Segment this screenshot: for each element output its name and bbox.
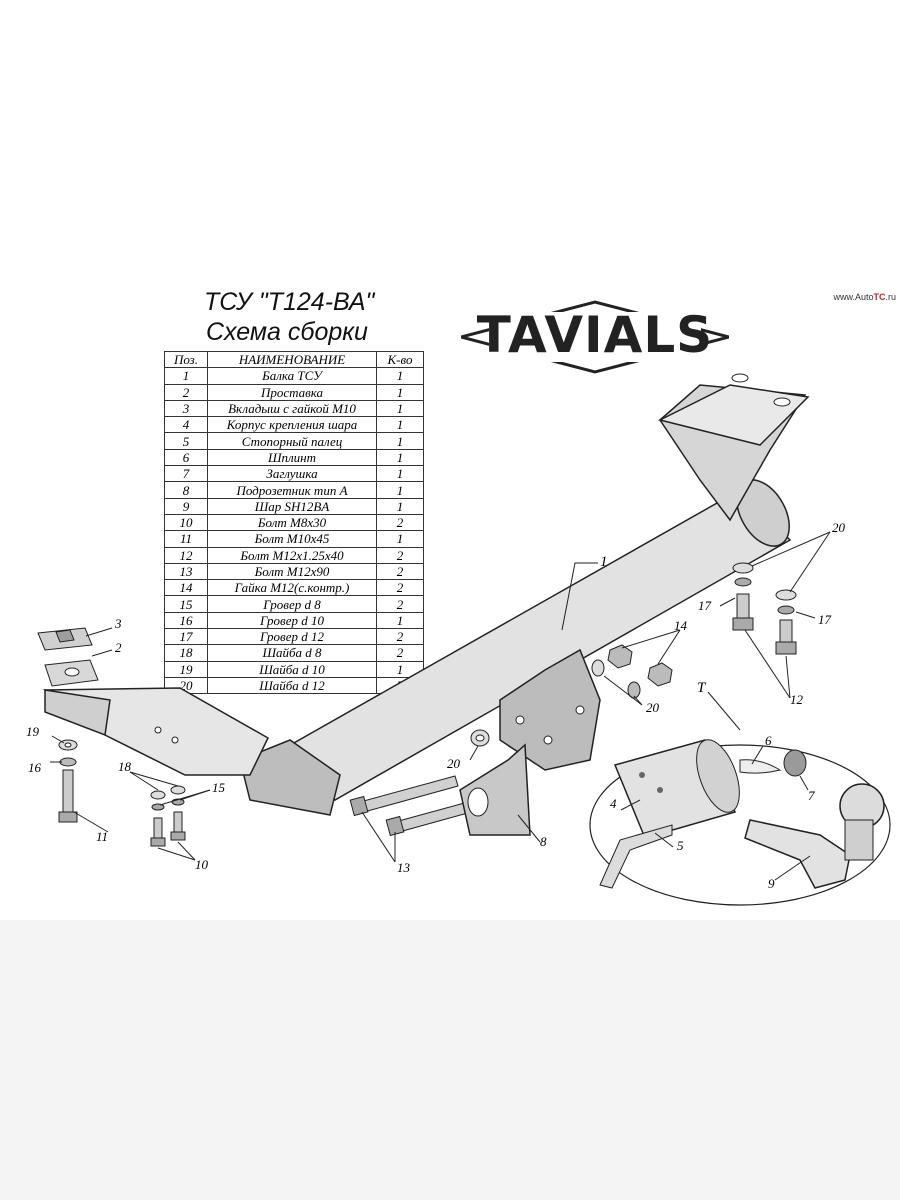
callout-2: 2 [115, 640, 122, 655]
table-header-row: Поз. НАИМЕНОВАНИЕ К-во [164, 350, 424, 369]
cell-qty: 1 [376, 465, 424, 483]
washer-20-center [470, 729, 490, 747]
callout-14: 14 [674, 618, 688, 633]
callout-10: 10 [195, 857, 209, 872]
callout-13: 13 [397, 860, 411, 875]
callout-15: 15 [212, 780, 226, 795]
leader-lines [50, 531, 831, 881]
callout-20-mid: 20 [646, 700, 660, 715]
diagram-title: ТСУ "Т124-ВА" [204, 288, 375, 316]
cell-name: Вкладыш с гайкой М10 [207, 399, 377, 418]
diagram-subtitle: Схема сборки [206, 318, 368, 346]
logo-text: TAVIALS [476, 306, 714, 364]
cell-pos: 13 [164, 562, 208, 581]
callout-12: 12 [790, 692, 804, 707]
cell-name: Шайба d 12 [207, 676, 377, 695]
socket-plate [459, 743, 531, 836]
nuts-14 [607, 644, 673, 687]
tavials-logo: TAVIALS [455, 300, 735, 374]
callout-20-right: 20 [832, 520, 846, 535]
cell-name: Шайба d 8 [207, 644, 377, 662]
detail-T [589, 739, 891, 906]
callout-4: 4 [610, 796, 617, 811]
cell-name: Болт М10х45 [207, 530, 377, 548]
callout-1: 1 [600, 554, 608, 570]
logo-diamond [455, 300, 735, 374]
cell-name: Корпус крепления шара [207, 416, 377, 434]
cell-pos: 12 [164, 546, 208, 564]
bolts-10 [150, 811, 186, 847]
cell-name: Шайба d 10 [207, 660, 377, 678]
grover-16 [59, 757, 77, 767]
callout-detail-T: T [697, 680, 707, 696]
callout-20-left: 20 [447, 756, 461, 771]
insert-nut [37, 627, 93, 651]
callout-17-right: 17 [818, 612, 832, 627]
washers-20-mid [591, 659, 641, 699]
header-qty: К-во [376, 350, 424, 369]
cell-name: Балка ТСУ [207, 367, 377, 385]
bolt-11 [58, 769, 78, 823]
callout-19: 19 [26, 724, 40, 739]
callout-17-left: 17 [698, 598, 712, 613]
callout-11: 11 [96, 829, 108, 844]
bolts-12 [732, 562, 797, 655]
assembly-drawing: 1 2 3 4 5 6 7 8 9 10 11 12 13 14 15 16 1… [26, 373, 891, 906]
callout-16: 16 [28, 760, 42, 775]
callout-6: 6 [765, 733, 772, 748]
callout-18: 18 [118, 759, 132, 774]
callout-9: 9 [768, 876, 775, 891]
cell-pos: 17 [164, 628, 208, 646]
callout-8: 8 [540, 834, 547, 849]
brand-watermark: www.AutoTC.ru [833, 292, 896, 302]
callout-5: 5 [677, 838, 684, 853]
spacer-plate [44, 659, 99, 687]
beam-part [42, 373, 810, 816]
callout-7: 7 [808, 788, 815, 803]
grover-15 [151, 798, 185, 811]
cell-name: Гайка М12(с.контр.) [207, 579, 377, 597]
header-name: НАИМЕНОВАНИЕ [207, 350, 377, 369]
washer-18 [150, 785, 186, 800]
callout-3: 3 [114, 616, 122, 631]
cell-name: Стопорный палец [207, 432, 377, 450]
